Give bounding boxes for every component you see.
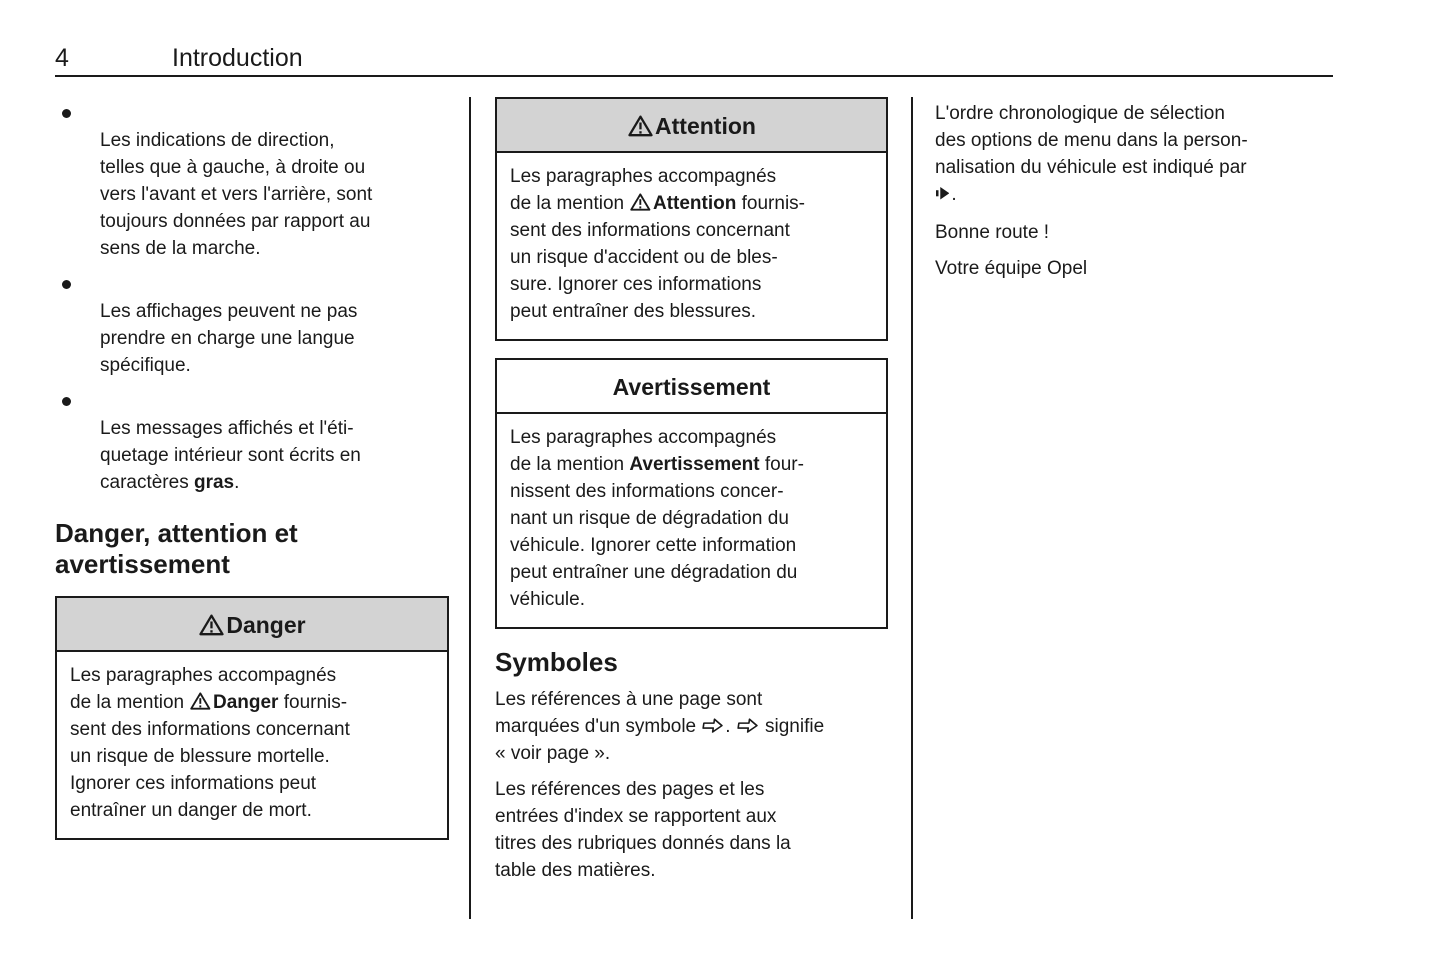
list-item: Les affichages peuvent ne pas prendre en… <box>55 271 449 379</box>
warning-triangle-icon <box>628 111 653 141</box>
warning-triangle-icon <box>190 689 211 716</box>
page-title: Introduction <box>172 44 303 72</box>
danger-box-header: Danger <box>57 598 447 652</box>
column-divider-right <box>911 97 913 919</box>
section-heading-danger-attention: Danger, attention et avertissement <box>55 518 298 579</box>
danger-box: Danger Les paragraphes accompagnés de la… <box>55 596 449 840</box>
header-rule <box>55 75 1333 77</box>
page-number: 4 <box>55 44 69 72</box>
attention-box: Attention Les paragraphes accompagnés de… <box>495 97 888 341</box>
warning-box-header: Avertissement <box>497 360 886 414</box>
column-left: Les indications de direction, telles que… <box>55 100 449 840</box>
closing-text: Bonne route ! <box>935 222 1050 243</box>
signature-text: Votre équipe Opel <box>935 258 1088 279</box>
bullet-icon <box>62 280 71 289</box>
column-middle: Attention Les paragraphes accompagnés de… <box>495 97 888 893</box>
attention-box-header: Attention <box>497 99 886 153</box>
bullet-icon <box>62 109 71 118</box>
page-reference-arrow-icon <box>737 713 758 740</box>
list-item: Les indications de direction, telles que… <box>55 100 449 262</box>
menu-sequence-arrow-icon <box>936 181 950 208</box>
warning-triangle-icon <box>199 610 225 640</box>
menu-order-paragraph: L'ordre chronologique de sélection des o… <box>935 100 1333 208</box>
column-divider-left <box>469 97 471 919</box>
bullet-icon <box>62 397 71 406</box>
column-right: L'ordre chronologique de sélection des o… <box>935 100 1333 291</box>
page-reference-arrow-icon <box>702 713 724 740</box>
warning-box-body: Les paragraphes accompagnés de la mentio… <box>510 427 804 610</box>
warning-box: Avertissement Les paragraphes accompagné… <box>495 358 888 629</box>
symbols-paragraph-1: Les références à une page sont marquées … <box>495 689 825 764</box>
list-item: Les messages affichés et l'éti- quetage … <box>55 388 449 496</box>
section-heading-symbols: Symboles <box>495 647 618 677</box>
list-item-text: Les messages affichés et l'éti- quetage … <box>100 418 361 493</box>
list-item-text: Les indications de direction, telles que… <box>100 130 373 259</box>
warning-triangle-icon <box>630 190 651 217</box>
bullet-list: Les indications de direction, telles que… <box>55 100 449 496</box>
list-item-text: Les affichages peuvent ne pas prendre en… <box>100 301 358 376</box>
attention-box-body: Les paragraphes accompagnés de la mentio… <box>510 166 805 322</box>
symbols-paragraph-2: Les références des pages et les entrées … <box>495 779 791 881</box>
danger-box-body: Les paragraphes accompagnés de la mentio… <box>70 665 350 821</box>
